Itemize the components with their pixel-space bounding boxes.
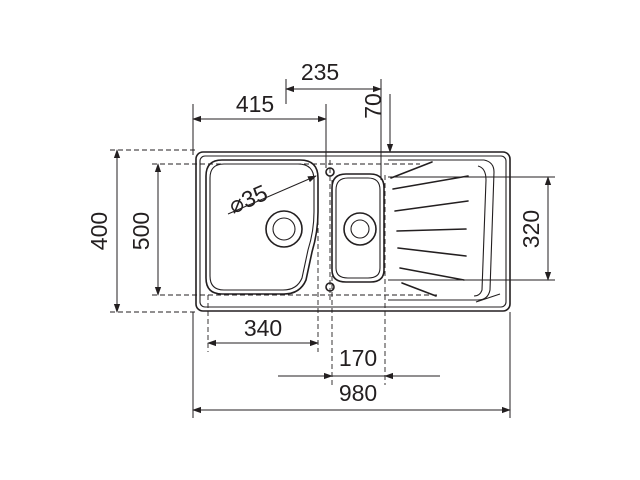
drainer-grooves [390,161,469,297]
tap-holes [325,167,335,292]
dim-label-340: 340 [244,315,282,341]
dim-label-320: 320 [518,210,544,248]
dim-label-70: 70 [360,93,386,119]
small-bowl-inner-edge [335,177,381,279]
main-bowl-drain [265,210,303,248]
dim-label-235: 235 [301,59,339,85]
dim-label-170: 170 [339,345,377,371]
main-bowl [205,159,319,295]
dim-label-400: 400 [86,212,112,250]
dimension-geometry [113,79,555,418]
small-bowl [331,173,385,283]
drainer-area [388,159,501,303]
dim-label-415: 415 [236,91,274,117]
dim-label-diameter-35: ⌀35 [225,179,271,218]
sink-outline [195,151,511,312]
dim-label-980: 980 [339,380,377,406]
small-bowl-drain [343,212,377,246]
dim-label-500: 500 [128,212,154,250]
dashed-cutout-lines [110,149,440,385]
dimension-labels: 415 235 70 400 500 320 ⌀35 340 170 980 [86,59,544,406]
